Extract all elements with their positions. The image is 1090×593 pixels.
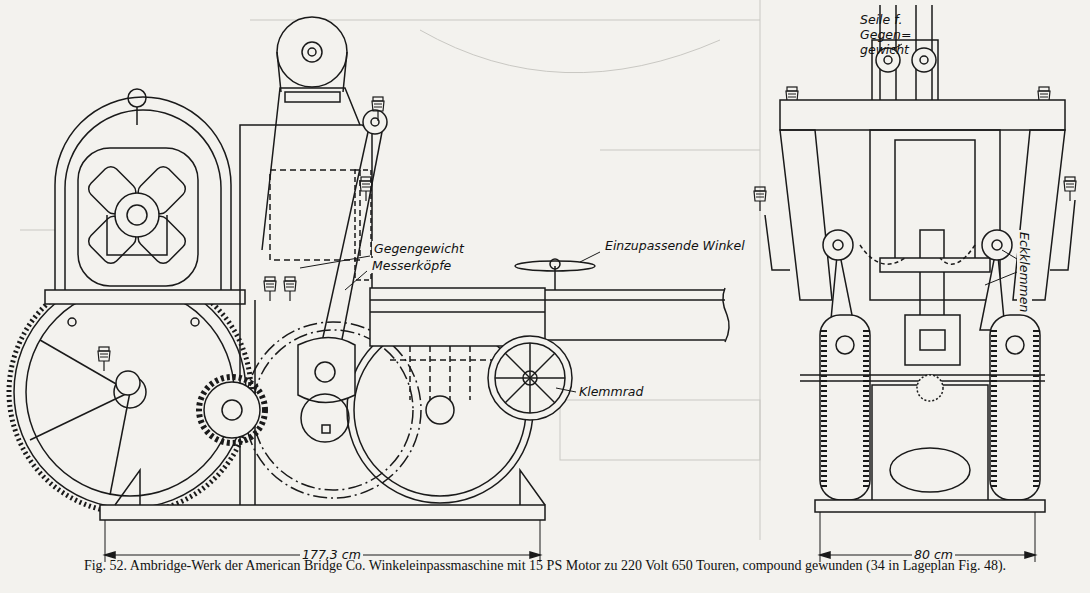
side-view bbox=[9, 17, 729, 562]
part-label: Gegengewicht bbox=[372, 241, 466, 256]
part-label: Eckklemmen bbox=[1017, 230, 1032, 314]
part-label: Messerköpfe bbox=[370, 258, 453, 273]
part-label: Einzupassende Winkel bbox=[603, 238, 747, 253]
top-pulley bbox=[277, 17, 347, 87]
figure-caption: Fig. 52. Ambridge-Werk der American Brid… bbox=[75, 557, 1015, 575]
clamp-wheel bbox=[488, 336, 572, 420]
insulators bbox=[98, 87, 1076, 371]
part-label: Klemmrad bbox=[577, 384, 645, 399]
callout-label: Seile f. Gegen= gewicht bbox=[858, 12, 954, 57]
front-view bbox=[765, 5, 1075, 562]
show-through bbox=[20, 0, 760, 540]
motor-housing bbox=[55, 97, 231, 300]
